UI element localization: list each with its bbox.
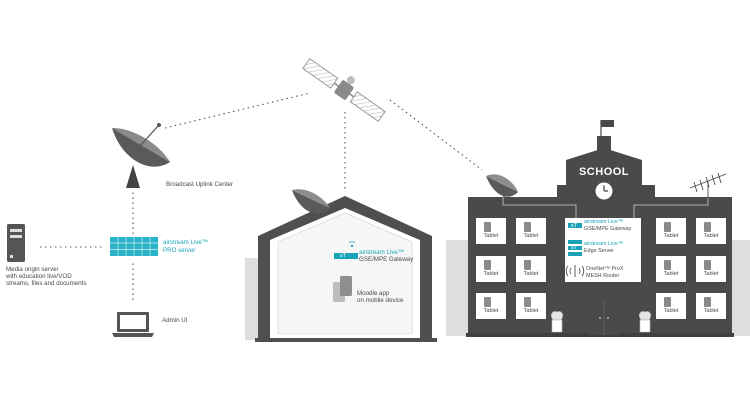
tablet-icon [704,297,711,307]
tablet-icon [664,222,671,232]
tablet-icon [524,260,531,270]
tablet-label: Tablet [483,271,499,277]
tablet-label: Tablet [663,271,679,277]
home-gateway-brand: airstream Live™ [359,249,405,256]
tablet-label: Tablet [523,233,539,239]
school-gateway-label: GSE/MPE Gateway [584,226,632,232]
tree-icon [639,311,651,333]
server-tower-icon [7,224,25,262]
school-gateway-badge: sT [571,223,577,229]
tablet-icon [664,297,671,307]
tablet-icon [484,222,491,232]
flag-icon [600,120,614,136]
school-wiring [502,197,709,218]
mobile-device-icon [333,276,352,302]
satellite-dish-icon [112,123,170,188]
tablet-label: Tablet [703,271,719,277]
pro-brand-label: airstream Live™ [163,239,209,246]
connection-lines [40,92,483,300]
media-origin-label-1: Media origin server [6,266,59,273]
pro-server-icon [110,237,158,256]
satellite-dish-icon [292,189,330,219]
clock-icon [595,182,613,200]
edge-server-badge: sT [571,245,577,251]
tablet-icon [524,222,531,232]
admin-ui-label: Admin UI [162,317,188,324]
school-network-panel [565,218,641,282]
pro-server-label: PRO server [163,247,196,254]
tablet-windows [476,218,726,319]
tablet-label: Tablet [483,308,499,314]
house-building [245,196,437,342]
satellite-dish-icon [486,174,518,198]
satellite-icon [302,58,386,122]
laptop-icon [112,312,154,337]
edge-server-brand: airstream Live™ [584,241,624,247]
tablet-icon [704,260,711,270]
home-gateway-badge: sT [340,253,346,259]
tablet-label: Tablet [703,308,719,314]
gateway-device-icon [334,241,358,259]
tablet-label: Tablet [663,233,679,239]
edge-server-label: Edge Server [584,248,614,254]
wifi-icon [565,265,585,277]
school-title: SCHOOL [578,166,630,178]
tablet-icon [704,222,711,232]
school-door [589,300,619,335]
tablet-label: Tablet [523,308,539,314]
tablet-label: Tablet [703,233,719,239]
tablet-icon [484,260,491,270]
tablet-icon [484,297,491,307]
antenna-icon [689,172,727,198]
tablet-label: Tablet [523,271,539,277]
moodle-label-2: on mobile device [357,297,404,304]
mesh-router-label: MESH Router [586,273,620,279]
tablet-icon [524,297,531,307]
uplink-label: Broadcast Uplink Center [166,181,234,188]
tablet-label: Tablet [663,308,679,314]
media-origin-label-3: streams, files and documents [6,280,87,287]
tablet-icon [664,260,671,270]
link-satellite-to-school [389,99,483,171]
tablet-label: Tablet [483,233,499,239]
mesh-router-brand: OneNet™ ProX [586,266,624,272]
tree-icon [551,311,563,333]
home-gateway-label: GSE/MPE Gateway [359,256,414,263]
school-gateway-brand: airstream Live™ [584,219,624,225]
link-uplink-to-satellite [164,92,311,129]
media-origin-label-2: with education live/VOD [6,273,72,280]
moodle-label-1: Moodle app [357,290,390,297]
